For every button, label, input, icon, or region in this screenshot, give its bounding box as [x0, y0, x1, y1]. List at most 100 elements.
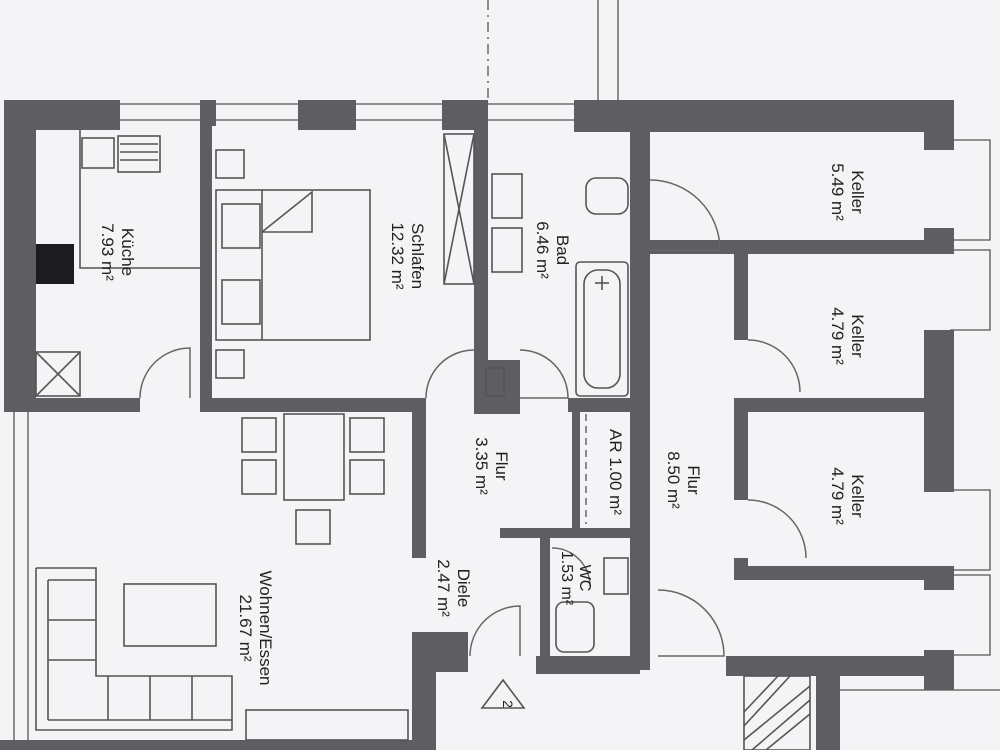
stair-step	[743, 685, 811, 741]
label-kueche: Küche 7.93 m²	[98, 223, 137, 281]
nightstand-icon	[215, 149, 245, 179]
dining-table-icon	[283, 413, 345, 501]
wall-kitchen-bottom	[4, 398, 140, 412]
wall-wc-left	[540, 538, 550, 660]
marker-triangle	[480, 678, 526, 709]
kitchen-furniture	[35, 130, 200, 397]
sideboard-icon	[245, 709, 409, 741]
room-labels: Küche 7.93 m² Schlafen 12.32 m² Bad 6.46…	[98, 163, 867, 685]
door-entrance	[469, 605, 521, 657]
lightwell-4	[950, 574, 991, 656]
room-area: 1.53 m²	[558, 551, 575, 606]
blanket-fold	[261, 190, 313, 233]
bathtub-inner	[583, 269, 621, 389]
bathroom-fixtures	[485, 173, 629, 397]
wall-keller-2-bottom	[734, 398, 934, 412]
room-name: Keller	[848, 474, 867, 518]
wardrobe-cross	[443, 133, 475, 285]
bedroom-furniture	[215, 133, 475, 379]
wall-wc-top	[500, 528, 630, 538]
fridge-cross	[35, 351, 81, 397]
sink-icon	[81, 137, 115, 169]
living-furniture	[35, 413, 409, 741]
wall-bedroom-bottom	[200, 398, 426, 412]
door-keller-1	[649, 179, 721, 251]
wc-basin-icon	[603, 557, 629, 595]
bathtub-icon	[575, 261, 629, 397]
shaft-icon	[485, 367, 505, 397]
staircase	[743, 675, 811, 750]
wc-toilet-icon	[555, 601, 595, 653]
label-schlafen: Schlafen 12.32 m²	[388, 222, 427, 289]
lightwell-2	[950, 249, 991, 331]
wall-stair-right	[816, 656, 840, 750]
label-wohnen: Wohnen/Essen 21.67 m²	[236, 571, 275, 686]
stair-step	[751, 699, 811, 750]
room-name: Wohnen/Essen	[256, 571, 275, 686]
room-name: Diele	[454, 569, 473, 608]
lightwell-1	[950, 139, 991, 241]
room-name: WC	[576, 565, 593, 592]
door-wc	[551, 547, 591, 587]
stair-step	[765, 713, 811, 750]
dish-rack-icon	[117, 135, 161, 173]
label-keller-1: Keller 5.49 m²	[828, 163, 867, 221]
room-name: Schlafen	[408, 223, 427, 289]
wardrobe-icon	[443, 133, 475, 285]
chair-icon	[241, 459, 277, 495]
room-name: Küche	[118, 228, 137, 276]
room-area: 5.49 m²	[828, 163, 847, 221]
room-area: 4.79 m²	[828, 307, 847, 365]
wall-bedroom-bath	[474, 120, 488, 374]
stair-step	[743, 675, 779, 713]
room-name-area: AR 1.00 m²	[606, 429, 625, 515]
thin-lines	[13, 0, 1000, 740]
label-diele: Diele 2.47 m²	[434, 559, 473, 617]
wall-left-kitchen	[4, 100, 36, 410]
wall-bottom-center	[412, 632, 436, 750]
label-flur-1: Flur 3.35 m²	[472, 437, 511, 495]
chair-icon	[349, 417, 385, 453]
door-kitchen	[139, 347, 191, 399]
pillar-right-1	[924, 100, 954, 150]
room-area: 3.35 m²	[472, 437, 491, 495]
wall-bottom-left	[0, 740, 436, 750]
door-flur-left	[425, 349, 475, 399]
coffee-table-icon	[123, 583, 217, 647]
walls	[0, 100, 954, 750]
lightwell-3	[950, 489, 991, 571]
label-keller-3: Keller 4.79 m²	[828, 467, 867, 525]
wall-flur-left	[630, 100, 650, 670]
pillow-icon	[221, 279, 261, 325]
wall-keller-3-left	[734, 398, 748, 500]
wall-living-hall	[412, 398, 426, 558]
stair-marker: 2	[480, 678, 526, 709]
room-area: 21.67 m²	[236, 594, 255, 661]
pillar-right-3	[924, 566, 954, 590]
pillow-icon	[221, 203, 261, 249]
sofa-icon	[35, 567, 233, 731]
wall-hall-block	[474, 360, 520, 414]
door-flur-bottom	[657, 589, 725, 657]
wall-keller-3-bottom	[734, 566, 954, 580]
room-name: Keller	[848, 170, 867, 214]
label-ar: AR 1.00 m²	[606, 429, 625, 515]
label-bad: Bad 6.46 m²	[533, 221, 572, 279]
wall-wc-bottom	[536, 656, 640, 674]
room-name: Keller	[848, 314, 867, 358]
stair-step	[743, 675, 791, 727]
pillar-top-2	[298, 100, 356, 130]
bed-icon	[215, 189, 371, 341]
washbasin-icon	[491, 173, 523, 219]
chair-icon	[295, 509, 331, 545]
wall-keller-1-bottom	[650, 240, 934, 254]
room-area: 12.32 m²	[388, 222, 407, 289]
room-name: Flur	[684, 465, 703, 495]
stove-icon	[36, 244, 74, 284]
room-area: 6.46 m²	[533, 221, 552, 279]
room-area: 8.50 m²	[664, 451, 683, 509]
wall-bath-bottom	[568, 398, 630, 412]
kitchen-counter	[79, 130, 200, 269]
label-keller-2: Keller 4.79 m²	[828, 307, 867, 365]
